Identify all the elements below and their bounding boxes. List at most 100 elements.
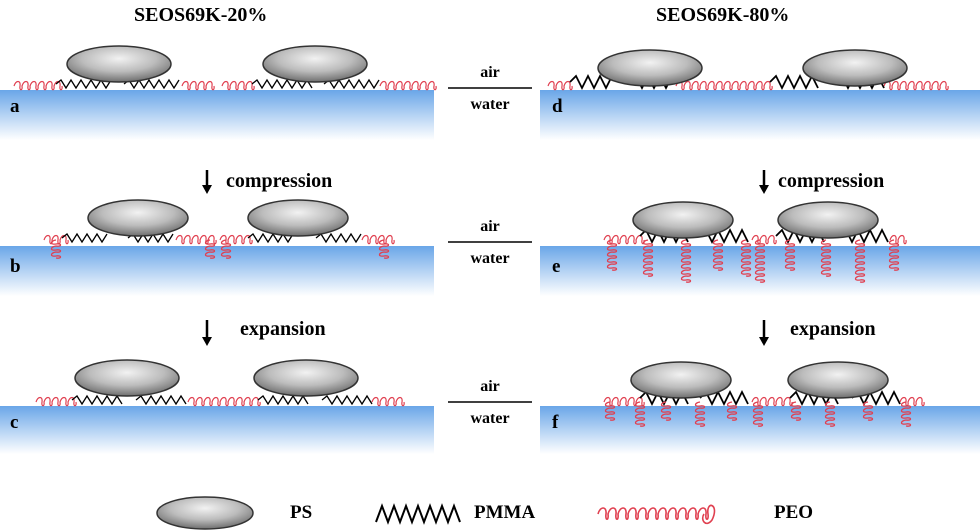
peo-f-1 (603, 396, 645, 407)
water-layer-f (540, 406, 980, 454)
pmma-b-1 (61, 232, 108, 244)
peo-a-4 (379, 80, 437, 91)
pmma-b-3 (247, 232, 294, 244)
peo-d-2 (675, 80, 773, 91)
pmma-d-1 (569, 73, 613, 91)
ps-particle-d-1 (597, 49, 703, 87)
legend-pmma-symbol (375, 503, 461, 525)
peo-d-1 (547, 80, 573, 91)
peo-b-coil-2 (204, 239, 216, 259)
title-right: SEOS69K-80% (656, 4, 790, 26)
peo-d-3 (883, 80, 949, 91)
peo-b-coil-1 (50, 239, 62, 259)
peo-e-1 (603, 234, 645, 245)
peo-e-coil-9 (854, 239, 866, 283)
pmma-b-4 (315, 232, 362, 244)
panel-label-c: c (10, 412, 19, 433)
label-water-2: water (470, 250, 510, 267)
legend-label-ps: PS (290, 502, 313, 523)
peo-e-coil-5 (740, 239, 752, 277)
panel-label-a: a (10, 96, 20, 117)
panel-label-e: e (552, 256, 561, 277)
water-layer-b (0, 246, 434, 296)
step-compression-left: compression (226, 170, 333, 192)
ps-particle-a-2 (262, 45, 368, 83)
polymer-chains (13, 73, 949, 427)
water-layer-c (0, 406, 434, 454)
ps-particle-c-1 (74, 359, 180, 397)
pmma-c-3 (257, 394, 309, 406)
water-layer-a (0, 90, 434, 140)
legend-symbols (156, 496, 716, 530)
peo-f-2 (751, 396, 793, 407)
arrow-expansion-left (202, 320, 212, 346)
title-left: SEOS69K-20% (134, 4, 268, 26)
peo-f-coil-4 (694, 401, 706, 427)
ps-particle-b-2 (247, 199, 349, 237)
ps-particle-e-1 (632, 201, 734, 239)
peo-b-1 (43, 234, 69, 245)
peo-f-coil-5 (726, 401, 738, 421)
step-expansion-right: expansion (790, 318, 876, 340)
peo-f-coil-1 (604, 401, 616, 421)
label-water-3: water (470, 410, 510, 427)
peo-e-3 (889, 234, 907, 245)
peo-e-coil-3 (680, 239, 692, 283)
pmma-b-2 (127, 232, 174, 244)
panel-label-d: d (552, 96, 563, 117)
air-water-dividers (448, 87, 532, 403)
pmma-c-1 (71, 394, 123, 406)
pmma-d-3 (769, 73, 819, 91)
arrow-expansion-right (759, 320, 769, 346)
label-air-2: air (480, 218, 500, 235)
peo-f-coil-10 (900, 401, 912, 427)
ps-particle-d-2 (802, 49, 908, 87)
water-layer-e (540, 246, 980, 296)
step-expansion-left: expansion (240, 318, 326, 340)
ps-particle-e-2 (777, 201, 879, 239)
ps-particle-f-1 (630, 361, 732, 399)
peo-f-coil-8 (824, 401, 836, 427)
peo-c-1 (35, 396, 77, 407)
pmma-f-2 (699, 389, 749, 407)
peo-c-3 (371, 396, 405, 407)
arrow-compression-left (202, 170, 212, 194)
pmma-a-4 (323, 78, 380, 90)
legend-label-peo: PEO (774, 502, 814, 523)
peo-b-4 (361, 234, 395, 245)
legend-peo-symbol (597, 504, 716, 525)
peo-f-3 (899, 396, 925, 407)
ps-particle-b-1 (87, 199, 189, 237)
label-air-3: air (480, 378, 500, 395)
peo-f-coil-9 (862, 401, 874, 421)
peo-e-coil-4 (712, 239, 724, 271)
peo-b-2 (175, 234, 217, 245)
step-compression-right: compression (778, 170, 885, 192)
peo-a-2 (181, 80, 215, 91)
panel-label-f: f (552, 412, 559, 433)
pmma-a-2 (123, 78, 180, 90)
step-arrows (202, 170, 769, 346)
ps-particle-c-2 (253, 359, 359, 397)
peo-e-coil-8 (820, 239, 832, 277)
peo-e-coil-7 (784, 239, 796, 271)
peo-f-coil-3 (660, 401, 672, 421)
peo-c-2 (187, 396, 261, 407)
label-water-1: water (470, 96, 510, 113)
peo-f-coil-2 (634, 401, 646, 427)
peo-a-3 (221, 80, 255, 91)
ps-particle-a-1 (66, 45, 172, 83)
pmma-a-3 (251, 78, 313, 90)
arrow-compression-right (759, 170, 769, 194)
water-layers (0, 90, 980, 454)
pmma-c-2 (135, 394, 187, 406)
peo-b-coil-4 (378, 239, 390, 259)
ps-particles (66, 45, 908, 399)
peo-f-coil-6 (752, 401, 764, 427)
label-air-1: air (480, 64, 500, 81)
legend-ps-symbol (156, 496, 254, 530)
peo-f-coil-7 (790, 401, 802, 421)
peo-a-1 (13, 80, 63, 91)
